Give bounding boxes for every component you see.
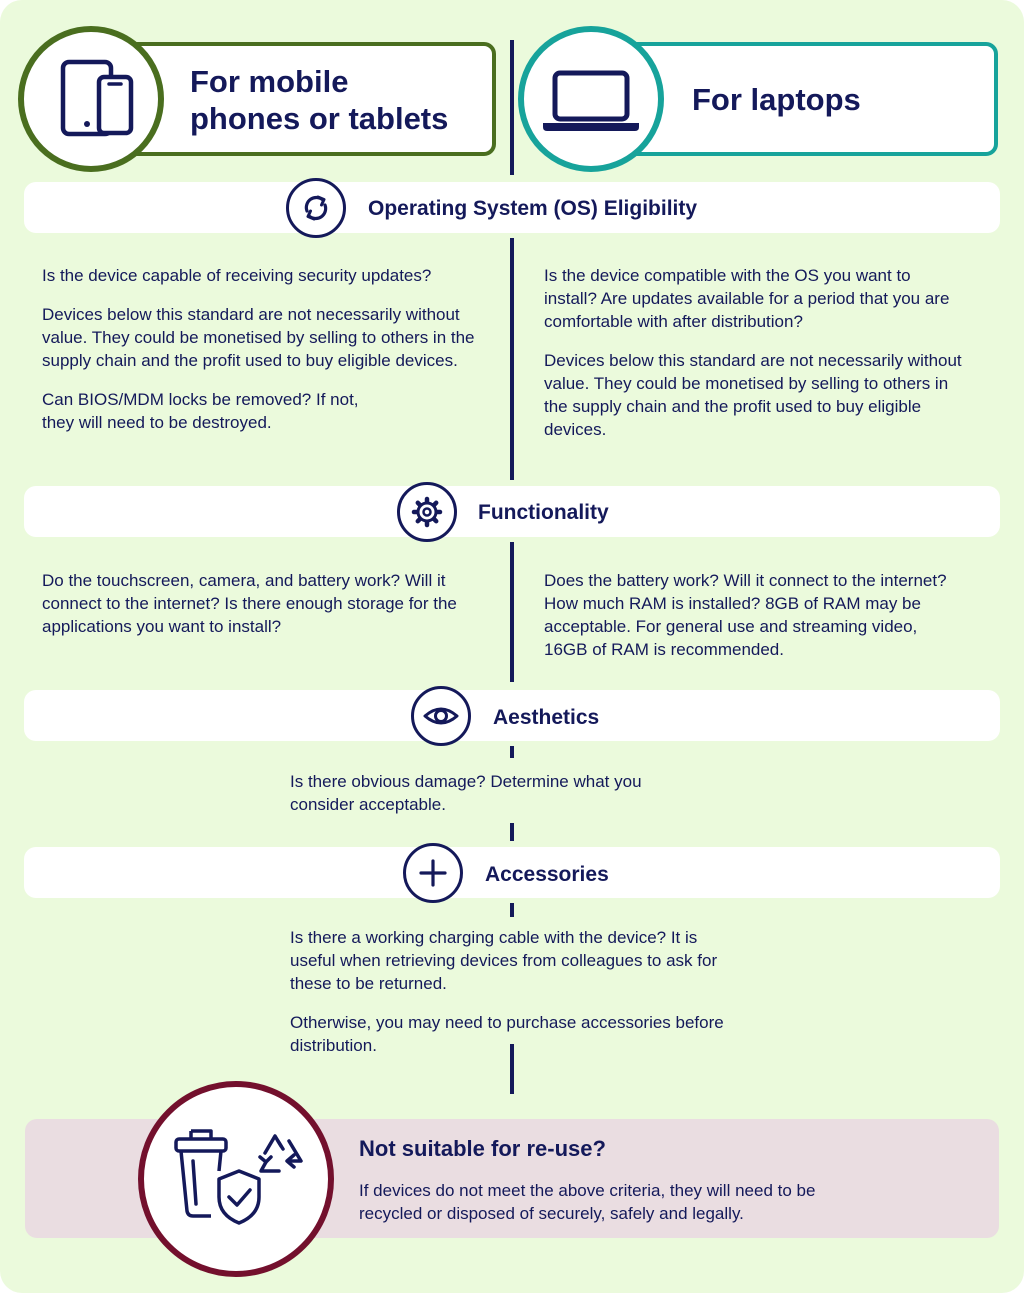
os-laptop-text: Is the device compatible with the OS you… [544,264,964,441]
mobile-header-circle [18,26,164,172]
accessories-text: Is there a working charging cable with t… [290,926,735,1057]
footer-circle [138,1081,334,1277]
center-divider [510,542,514,682]
center-divider [510,903,514,917]
gear-icon [411,496,443,528]
os-mobile-paragraph: Devices below this standard are not nece… [42,305,475,370]
mobile-header-title: For mobile phones or tablets [190,64,449,136]
functionality-laptop-paragraph: Does the battery work? Will it connect t… [544,571,947,659]
section-band-accessories [24,847,1000,898]
center-divider [510,823,514,841]
section-title-functionality: Functionality [478,501,609,524]
footer-text: If devices do not meet the above criteri… [359,1181,816,1223]
os-laptop-paragraph: Devices below this standard are not nece… [544,351,962,439]
section-band-functionality [24,486,1000,537]
section-band-os [24,182,1000,233]
functionality-mobile-paragraph: Do the touchscreen, camera, and battery … [42,571,457,636]
section-title-accessories: Accessories [485,863,609,886]
accessories-paragraph: Otherwise, you may need to purchase acce… [290,1013,724,1055]
section-icon-accessories [403,843,463,903]
eye-icon [423,707,459,725]
laptop-header-title: For laptops [692,82,861,117]
accessories-paragraph: Is there a working charging cable with t… [290,928,718,993]
os-laptop-paragraph: Is the device compatible with the OS you… [544,266,950,331]
section-title-aesthetics: Aesthetics [493,706,600,729]
refresh-icon [304,195,328,221]
tablet-phone-icon [60,59,134,137]
laptop-header-circle [518,26,664,172]
functionality-laptop-text: Does the battery work? Will it connect t… [544,569,956,661]
section-title-os: Operating System (OS) Eligibility [368,197,698,220]
bin-shield-recycle-icon [174,1129,303,1225]
center-divider [510,746,514,758]
section-icon-aesthetics [411,686,471,746]
laptop-icon [543,70,639,131]
aesthetics-text: Is there obvious damage? Determine what … [290,770,670,816]
aesthetics-paragraph: Is there obvious damage? Determine what … [290,772,642,814]
center-divider [510,40,514,175]
os-mobile-text: Is the device capable of receiving secur… [42,264,487,434]
os-mobile-paragraph: Is the device capable of receiving secur… [42,266,432,285]
functionality-mobile-text: Do the touchscreen, camera, and battery … [42,569,462,638]
plus-icon [419,859,447,887]
section-icon-os [286,178,346,238]
laptop-header-box [596,42,998,156]
section-icon-functionality [397,482,457,542]
section-band-aesthetics [24,690,1000,741]
footer-title: Not suitable for re-use? [359,1136,606,1161]
center-divider [510,1044,514,1094]
center-divider [510,238,514,480]
os-mobile-paragraph: Can BIOS/MDM locks be removed? If not, t… [42,390,359,432]
